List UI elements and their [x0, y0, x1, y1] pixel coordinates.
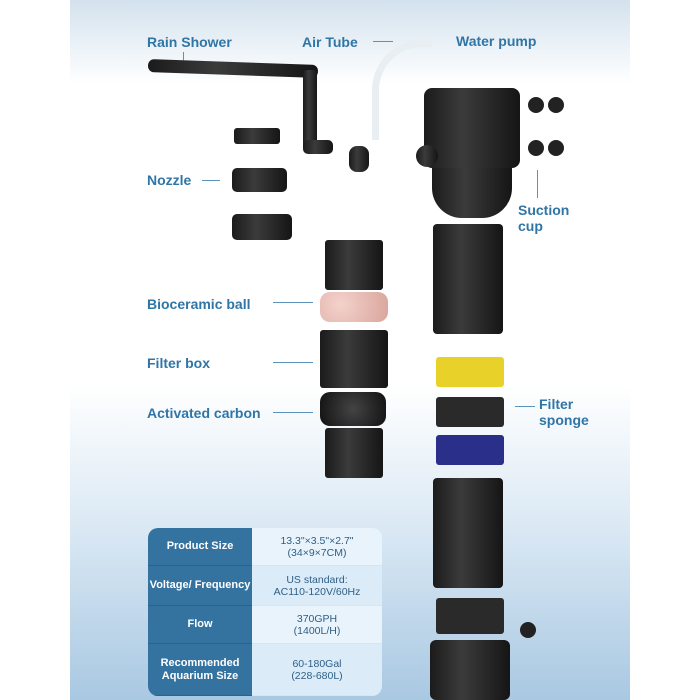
label-line: Filter — [539, 396, 574, 412]
leader-line — [183, 52, 184, 64]
activated-carbon — [320, 392, 386, 426]
spec-value-line: US standard: — [286, 573, 348, 586]
rain-shower-end — [303, 140, 333, 154]
leader-line — [273, 362, 313, 363]
sponge-black-bottom — [436, 598, 504, 634]
upper-filter-chamber — [433, 224, 503, 334]
spec-value-line: 60-180Gal — [292, 657, 342, 670]
spec-value: 60-180Gal(228-680L) — [252, 644, 382, 696]
spec-table: Product Size 13.3"×3.5"×2.7"(34×9×7CM) V… — [148, 528, 382, 696]
spec-value: 13.3"×3.5"×2.7"(34×9×7CM) — [252, 528, 382, 566]
pump-base — [432, 168, 512, 218]
rain-shower-elbow — [303, 70, 317, 150]
nozzle-t-joint — [234, 128, 280, 144]
label-nozzle: Nozzle — [147, 172, 192, 188]
filter-box-bottom — [325, 428, 383, 478]
air-tube — [372, 40, 432, 140]
label-filter-box: Filter box — [147, 355, 211, 371]
spec-name: Recommended Aquarium Size — [148, 644, 252, 696]
air-tube-connector — [349, 146, 369, 172]
leader-line — [373, 41, 393, 42]
lower-filter-chamber — [433, 478, 503, 588]
bioceramic-balls — [320, 292, 388, 322]
sponge-yellow — [436, 357, 504, 387]
label-line: sponge — [539, 412, 589, 428]
spec-value-line: AC110-120V/60Hz — [273, 585, 361, 598]
spec-value: US standard:AC110-120V/60Hz — [252, 566, 382, 606]
water-pump — [424, 88, 520, 168]
suction-cup — [528, 97, 544, 113]
spec-value-line: (228-680L) — [291, 669, 343, 682]
sponge-blue — [436, 435, 504, 465]
spec-name: Voltage/ Frequency — [148, 566, 252, 606]
spec-value: 370GPH(1400L/H) — [252, 606, 382, 644]
label-air-tube: Air Tube — [302, 34, 358, 50]
suction-cup — [528, 140, 544, 156]
spec-value-line: 370GPH — [296, 612, 338, 625]
filter-box — [320, 330, 388, 388]
pump-outlet — [416, 145, 438, 167]
sponge-black — [436, 397, 504, 427]
leader-line — [202, 180, 220, 181]
suction-cup — [548, 140, 564, 156]
nozzle-long — [232, 214, 292, 240]
spec-name: Product Size — [148, 528, 252, 566]
spec-value-line: (1400L/H) — [293, 624, 341, 637]
label-bioceramic-ball: Bioceramic ball — [147, 296, 251, 312]
filter-intake-base — [430, 640, 510, 700]
leader-line — [515, 406, 535, 407]
nozzle-straight — [232, 168, 287, 192]
spec-value-line: 13.3"×3.5"×2.7" — [280, 534, 354, 547]
spec-value-line: (34×9×7CM) — [287, 546, 347, 559]
leader-line — [273, 412, 313, 413]
suction-cup — [520, 622, 536, 638]
leader-line — [273, 302, 313, 303]
filter-box-top — [325, 240, 383, 290]
label-water-pump: Water pump — [456, 33, 537, 49]
label-line: cup — [518, 218, 543, 234]
label-activated-carbon: Activated carbon — [147, 405, 261, 421]
spec-name: Flow — [148, 606, 252, 644]
leader-line — [537, 170, 538, 198]
suction-cup — [548, 97, 564, 113]
label-line: Suction — [518, 202, 570, 218]
label-rain-shower: Rain Shower — [147, 34, 232, 50]
